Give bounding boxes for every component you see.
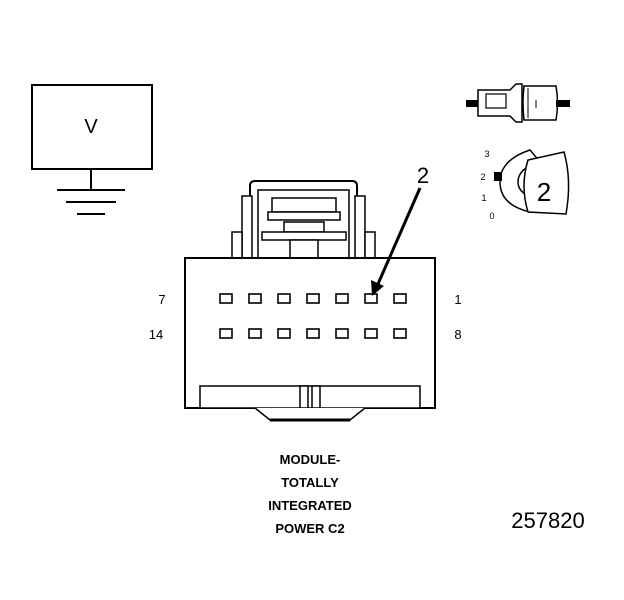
latch-ridge [267,211,341,221]
cavity-13 [248,328,262,339]
title-line-2: TOTALLY [281,475,339,490]
lock-rail-left [241,195,253,259]
lock-ear-right [364,231,376,259]
pin-label-8: 8 [454,327,461,342]
cavity-2 [364,293,378,304]
lock-rail-right [354,195,366,259]
cavity-row-1 [219,293,407,304]
selector-indicator [494,172,502,181]
lock-ear-left [231,231,243,259]
cavity-10 [335,328,349,339]
inset-plug-window [485,93,507,109]
pin-label-7: 7 [158,292,165,307]
key-slot-2 [311,385,321,409]
cavity-5 [277,293,291,304]
latch-post [289,239,319,259]
figure-id: 257820 [511,508,584,533]
position-label-1: 1 [481,193,486,203]
position-label-2: 2 [480,172,485,182]
connector-face [184,180,436,422]
callout-arrow-shaft [376,187,422,285]
title-line-4: POWER C2 [275,521,344,536]
latch-top [271,197,337,213]
bottom-key [254,407,366,421]
inset-position-selector: 3 2 1 0 2 [480,149,570,221]
cavity-12 [277,328,291,339]
cavity-1 [393,293,407,304]
pin-label-14: 14 [149,327,163,342]
cavity-14 [219,328,233,339]
selector-position-label: 2 [537,177,551,207]
cavity-row-2 [219,328,407,339]
title-line-1: MODULE- [280,452,341,467]
cavity-3 [335,293,349,304]
cavity-7 [219,293,233,304]
latch-bar [261,231,347,241]
voltmeter-box [31,84,153,170]
position-label-3: 3 [484,149,489,159]
connector-title: MODULE- TOTALLY INTEGRATED POWER C2 [268,452,352,536]
inset-receptacle [522,85,559,121]
cavity-4 [306,293,320,304]
cavity-11 [306,328,320,339]
inset-mating-view [466,83,570,123]
latch-slot [283,221,325,233]
voltmeter-symbol: V [31,84,153,215]
voltmeter-label: V [84,116,98,138]
callout-arrow-head [371,280,384,296]
cavity-8 [393,328,407,339]
title-line-3: INTEGRATED [268,498,352,513]
lock-tab-inner [257,189,350,258]
bottom-rib [199,385,421,409]
callout-label: 2 [417,163,429,188]
position-label-0: 0 [489,211,494,221]
inset-wire-right [556,100,570,107]
cavity-9 [364,328,378,339]
inset-wire-left [466,100,478,107]
cavity-6 [248,293,262,304]
pin-label-1: 1 [454,292,461,307]
selector-knob [523,151,570,215]
key-slot-1 [299,385,309,409]
